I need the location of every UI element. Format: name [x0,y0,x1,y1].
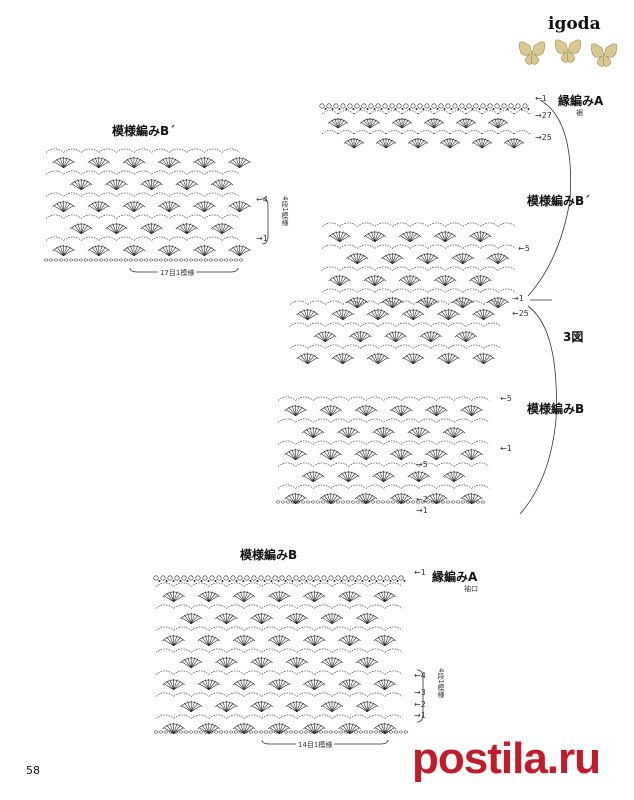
brand-logo-text: igoda [548,14,601,34]
chart-edging-a-top [319,103,531,149]
label-pattern-b-bottom: 模様編みB [240,548,298,562]
label-figure-3: 3図 [563,330,584,344]
rows-note-top-left: 4段1模様 [281,196,289,226]
row-marker: →1 [512,294,524,303]
row-marker: →1 [416,506,428,515]
rows-note-bottom: 4段1模様 [437,668,445,698]
row-marker: ←4 [256,195,268,204]
row-marker: ←4 [414,671,426,680]
chart-middle-section [289,300,502,365]
watermark: postila.ru [412,734,601,783]
chart-pattern-b-right [275,396,490,505]
row-marker: ←1 [500,444,512,453]
label-hem: 裾 [576,109,583,117]
chart-pattern-b-prime-right [321,222,516,309]
label-cuff: 袖口 [464,585,478,593]
repeat-note-bottom: 14目1模様 [296,740,335,750]
chart-pattern-b-bottom [153,575,409,735]
label-edging-a: 縁編みA [558,94,604,108]
butterfly-icon [590,43,618,67]
row-marker: →3 [414,688,426,697]
row-marker: ←5 [500,394,512,403]
row-marker: ←2 [414,700,426,709]
section-brackets [129,99,571,745]
row-marker: →1 [256,234,268,243]
row-marker: →25 [535,133,552,142]
row-marker: ←1 [535,94,547,103]
page-number: 58 [26,764,40,777]
label-pattern-b-prime-right: 模様編みB´ [527,194,591,208]
butterfly-icon [554,39,582,63]
row-marker: →1 [414,711,426,720]
label-pattern-b-right: 模様編みB [527,402,585,416]
row-marker: ←5 [518,244,530,253]
butterfly-icon [518,41,546,65]
row-marker: ←25 [512,309,529,318]
row-marker: →27 [535,111,552,120]
label-pattern-b-prime-top: 模様編みB´ [112,124,176,138]
chart-pattern-b-prime-top-left [43,148,251,262]
row-marker: ←1 [414,568,426,577]
row-marker: →5 [416,460,428,469]
label-edging-a-bottom: 縁編みA [432,570,478,584]
row-marker: ←2 [416,495,428,504]
repeat-note-top-left: 17目1模様 [158,268,197,278]
